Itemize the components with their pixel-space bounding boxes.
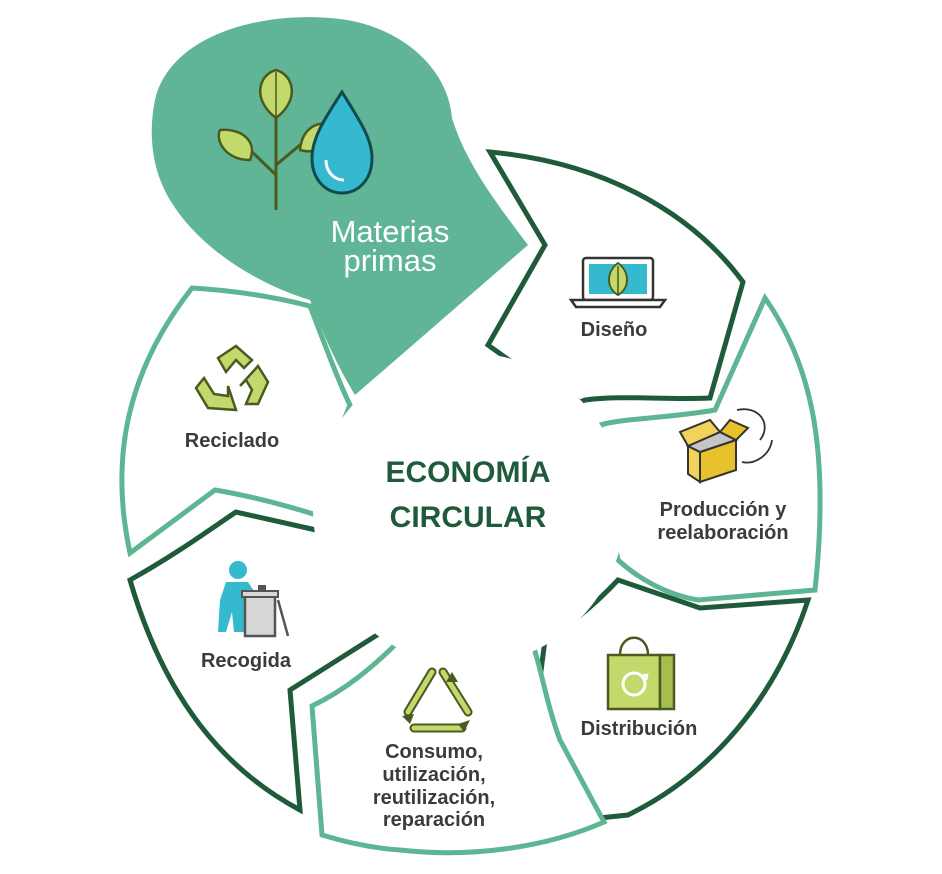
laptop-leaf-icon bbox=[568, 256, 668, 309]
segment-consumo: Consumo, utilización, reutilización, rep… bbox=[309, 635, 608, 856]
recycle-triangle-icon bbox=[402, 667, 473, 733]
segment-diseno: Diseño bbox=[484, 149, 746, 405]
center-title-line2: CIRCULAR bbox=[390, 501, 547, 534]
shopping-bag-recycle-icon bbox=[606, 636, 676, 711]
consumo-line2: utilización, bbox=[382, 764, 485, 786]
materias-primas-shape bbox=[151, 17, 528, 395]
consumo-line1: Consumo, bbox=[385, 741, 483, 763]
segment-recogida: Recogida bbox=[127, 509, 389, 815]
recycle-arrows-icon bbox=[194, 344, 270, 412]
recogida-label: Recogida bbox=[201, 650, 292, 672]
reciclado-label: Reciclado bbox=[185, 430, 279, 452]
consumo-line3: reutilización, bbox=[373, 787, 495, 809]
diseno-label: Diseño bbox=[581, 319, 648, 341]
plant-and-water-drop-icon bbox=[217, 68, 374, 210]
produccion-line1: Producción y bbox=[660, 499, 788, 521]
segment-materias-primas: Materias primas bbox=[151, 17, 528, 395]
person-trash-bin-icon bbox=[218, 561, 290, 638]
produccion-line2: reelaboración bbox=[657, 522, 788, 544]
segment-produccion: Producción y reelaboración bbox=[597, 292, 823, 603]
segment-distribucion: Distribución bbox=[529, 577, 812, 823]
center-disc bbox=[313, 353, 625, 665]
materias-primas-line2: primas bbox=[343, 243, 436, 278]
center-circle: ECONOMÍA CIRCULAR bbox=[313, 353, 625, 665]
center-title-line1: ECONOMÍA bbox=[386, 455, 551, 489]
distribucion-label: Distribución bbox=[581, 718, 698, 740]
open-box-cycle-icon bbox=[678, 408, 773, 484]
consumo-line4: reparación bbox=[383, 809, 485, 831]
materias-primas-line1: Materias bbox=[331, 214, 450, 249]
